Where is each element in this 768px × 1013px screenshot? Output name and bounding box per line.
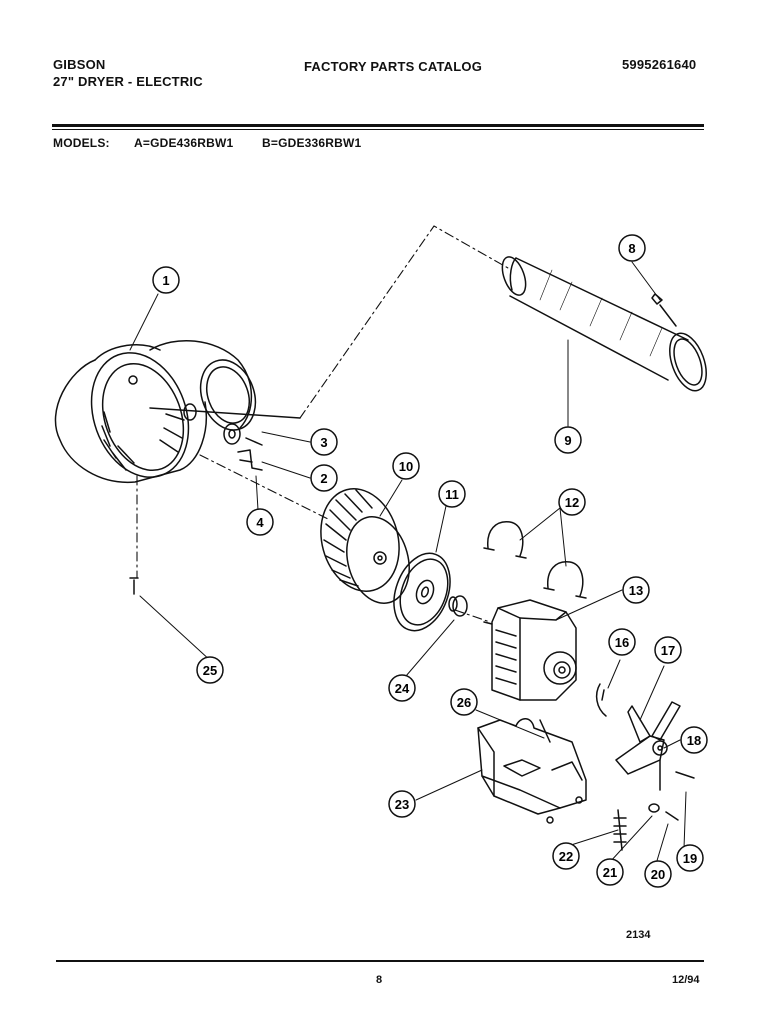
- header-rule-thick: [52, 124, 704, 127]
- callout-3: 3: [310, 428, 338, 456]
- models-label: MODELS:: [53, 136, 110, 150]
- brand-name: GIBSON: [53, 57, 106, 72]
- mounting-screw-part: [129, 577, 139, 595]
- callout-26: 26: [450, 688, 478, 716]
- svg-text:21: 21: [603, 865, 617, 880]
- seal-plate-part: [393, 552, 451, 632]
- callout-19: 19: [676, 844, 704, 872]
- svg-text:17: 17: [661, 643, 675, 658]
- page-number: 8: [376, 974, 383, 986]
- blower-housing-part: [54, 340, 301, 483]
- model-a: A=GDE436RBW1: [134, 136, 234, 150]
- callout-17: 17: [654, 636, 682, 664]
- svg-text:16: 16: [615, 635, 629, 650]
- svg-text:23: 23: [395, 797, 409, 812]
- svg-text:1: 1: [162, 273, 169, 288]
- small-hardware-parts: [223, 423, 263, 471]
- motor-strap-parts: [483, 521, 587, 599]
- svg-text:10: 10: [399, 459, 413, 474]
- callout-11: 11: [438, 480, 466, 508]
- header-rule-thin: [52, 129, 704, 130]
- callout-18: 18: [680, 726, 708, 754]
- callout-4: 4: [246, 508, 274, 536]
- callout-13: 13: [622, 576, 650, 604]
- callout-8: 8: [618, 234, 646, 262]
- callout-leader-lines: [129, 261, 687, 865]
- callout-23: 23: [388, 790, 416, 818]
- callout-21: 21: [596, 858, 624, 886]
- callout-2: 2: [310, 464, 338, 492]
- catalog-part-number: 5995261640: [622, 57, 697, 72]
- svg-text:2: 2: [320, 471, 327, 486]
- bearing-ring-part: [448, 595, 468, 617]
- svg-text:4: 4: [256, 515, 264, 530]
- motor-mount-bracket-part: [477, 718, 587, 824]
- svg-text:24: 24: [395, 681, 410, 696]
- callout-25: 25: [196, 656, 224, 684]
- callout-10: 10: [392, 452, 420, 480]
- svg-text:9: 9: [564, 433, 571, 448]
- svg-text:8: 8: [628, 241, 635, 256]
- svg-text:20: 20: [651, 867, 665, 882]
- svg-text:13: 13: [629, 583, 643, 598]
- model-b: B=GDE336RBW1: [262, 136, 362, 150]
- callout-16: 16: [608, 628, 636, 656]
- svg-text:12: 12: [565, 495, 579, 510]
- callout-20: 20: [644, 860, 672, 888]
- idler-pulley-assembly-parts: [595, 683, 695, 851]
- product-title: 27" DRYER - ELECTRIC: [53, 74, 203, 89]
- revision-date: 12/94: [672, 974, 700, 986]
- svg-text:11: 11: [445, 487, 459, 502]
- svg-text:19: 19: [683, 851, 697, 866]
- svg-text:25: 25: [203, 663, 217, 678]
- callout-1: 1: [152, 266, 180, 294]
- callout-12: 12: [558, 488, 586, 516]
- blower-wheel-part: [320, 488, 410, 604]
- assembly-guide-lines: [136, 225, 509, 623]
- exhaust-duct-part: [501, 256, 707, 392]
- svg-text:3: 3: [320, 435, 327, 450]
- catalog-title: FACTORY PARTS CATALOG: [304, 59, 483, 74]
- figure-number: 2134: [626, 929, 651, 941]
- callout-9: 9: [554, 426, 582, 454]
- footer-rule: [56, 960, 704, 962]
- drive-motor-part: [483, 599, 577, 701]
- callout-24: 24: [388, 674, 416, 702]
- callout-22: 22: [552, 842, 580, 870]
- svg-text:18: 18: [687, 733, 701, 748]
- svg-text:22: 22: [559, 849, 573, 864]
- callout-labels: 1 2 3 4 8 9 10 11 12 13 16 17 18 19 20 2…: [152, 234, 708, 888]
- svg-text:26: 26: [457, 695, 471, 710]
